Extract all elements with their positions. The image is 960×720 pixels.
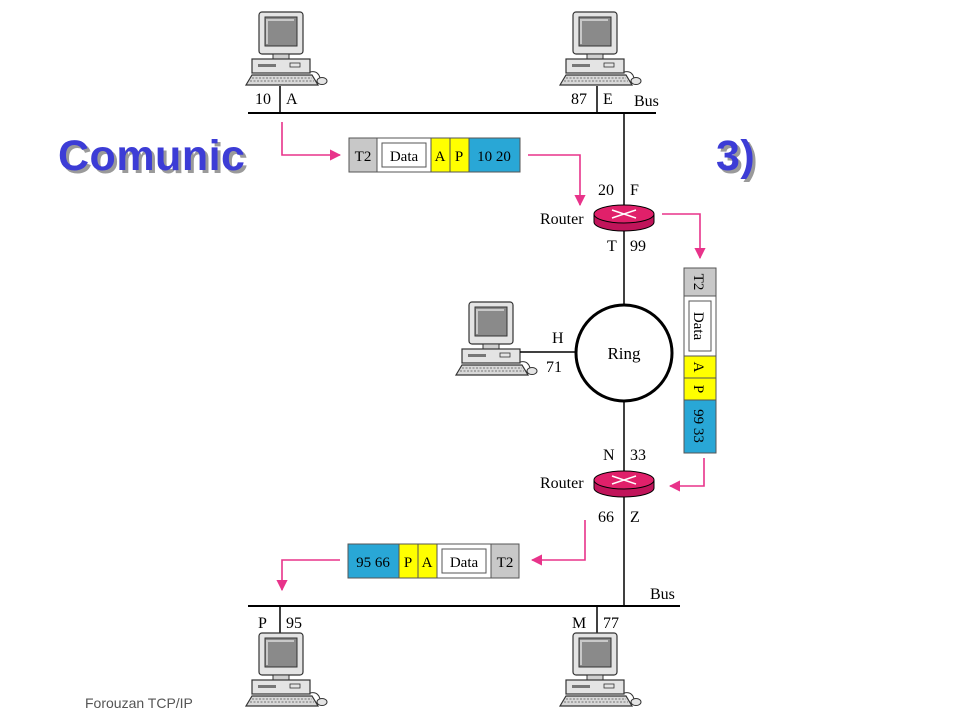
frame3-data: Data: [450, 555, 479, 571]
bottom-bus-label: Bus: [650, 586, 675, 603]
computer-h-icon: [455, 301, 538, 376]
frame-3: 95 66 P A Data T2: [347, 543, 520, 579]
router-2-bottom-address: 66: [598, 509, 614, 526]
frame3-trailer: T2: [497, 555, 514, 571]
frame2-addresses: 99 33: [690, 409, 706, 443]
frame2-trailer: T2: [690, 274, 706, 291]
router-1-top-address: 20: [598, 182, 614, 199]
router-1-bottom-address: 99: [630, 238, 646, 255]
frame1-trailer: T2: [355, 149, 372, 165]
router-2-label: Router: [540, 475, 584, 492]
computer-a-icon: [245, 11, 328, 86]
router-1-label: Router: [540, 211, 584, 228]
footer-source: Forouzan TCP/IP: [85, 695, 193, 711]
router-2-top-name: N: [603, 447, 615, 464]
frame1-p: P: [455, 149, 463, 165]
frame3-p: P: [404, 555, 412, 571]
arrow-frame1-to-router1: [528, 154, 586, 207]
router-1-top-name: F: [630, 182, 639, 199]
frame-1: T2 Data A P 10 20: [348, 137, 521, 173]
host-a-name: A: [286, 91, 298, 108]
frame2-data: Data: [690, 312, 706, 341]
title-left: Comunic: [58, 132, 246, 180]
frame2-a: A: [690, 362, 706, 373]
arrow-frame3-to-p: [276, 559, 340, 592]
router-2-bottom-name: Z: [630, 509, 640, 526]
computer-p-icon: [245, 632, 328, 707]
host-a-address: 10: [255, 91, 271, 108]
computer-e-icon: [559, 11, 642, 86]
router-1: [593, 204, 655, 232]
frame3-a: A: [422, 555, 433, 571]
arrow-frame2-to-router2: [668, 458, 705, 492]
frame2-p: P: [690, 385, 706, 393]
ring-label: Ring: [607, 344, 641, 363]
router-2-x-icon: [611, 475, 637, 485]
router-2: [593, 470, 655, 498]
router-1-bottom-name: T: [607, 238, 617, 255]
arrow-router2-to-frame3: [530, 520, 586, 566]
frame1-data: Data: [390, 149, 419, 165]
host-p-address: 95: [286, 615, 302, 632]
computer-m-icon: [559, 632, 642, 707]
frame1-addresses: 10 20: [477, 149, 511, 165]
host-h-address: 71: [546, 359, 562, 376]
top-bus-label: Bus: [634, 93, 659, 110]
frame3-addresses: 95 66: [356, 555, 390, 571]
host-m-name: M: [572, 615, 586, 632]
host-p-name: P: [258, 615, 267, 632]
arrow-router1-to-frame2: [662, 213, 706, 260]
title-right: 3): [716, 132, 756, 180]
router-2-top-address: 33: [630, 447, 646, 464]
host-m-address: 77: [603, 615, 619, 632]
frame1-a: A: [435, 149, 446, 165]
host-e-name: E: [603, 91, 613, 108]
host-e-address: 87: [571, 91, 587, 108]
host-h-name: H: [552, 330, 564, 347]
router-1-x-icon: [611, 209, 637, 219]
arrow-a-to-frame1: [281, 122, 342, 161]
frame-2: T2 Data A P 99 33: [683, 267, 717, 454]
